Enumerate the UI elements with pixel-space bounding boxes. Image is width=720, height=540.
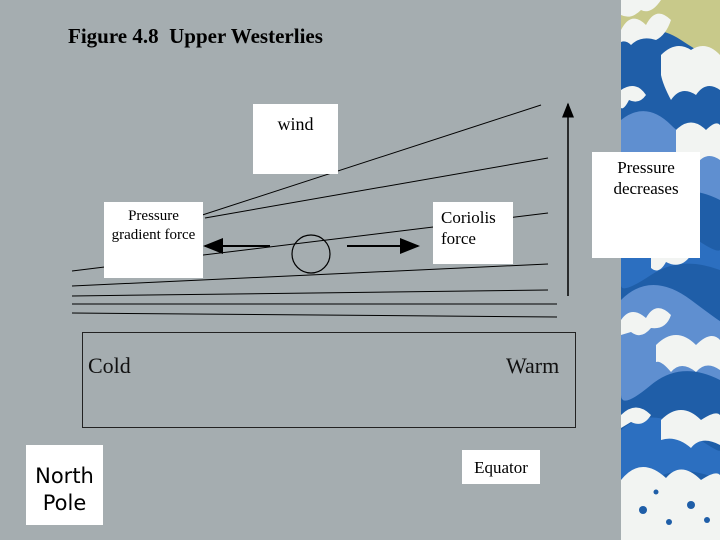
equator-label: Equator xyxy=(462,450,540,484)
cold-label: Cold xyxy=(88,353,131,378)
isobar-line xyxy=(71,263,549,287)
isobar-line xyxy=(189,104,542,220)
isobar-line xyxy=(71,312,558,318)
wind-label: wind xyxy=(253,104,338,174)
warm-label: Warm xyxy=(506,353,560,378)
coriolis-force-label: Coriolis force xyxy=(433,202,513,264)
isobar-line xyxy=(71,289,549,297)
air-parcel-circle xyxy=(291,234,331,274)
isobar-line xyxy=(204,157,549,219)
pressure-gradient-force-label: Pressure gradient force xyxy=(104,202,203,278)
pressure-decreases-label: Pressure decreases xyxy=(592,152,700,258)
slide-title: Figure 4.8 Upper Westerlies xyxy=(68,24,323,48)
temperature-band xyxy=(82,332,576,428)
north-pole-label: North Pole xyxy=(26,445,103,525)
